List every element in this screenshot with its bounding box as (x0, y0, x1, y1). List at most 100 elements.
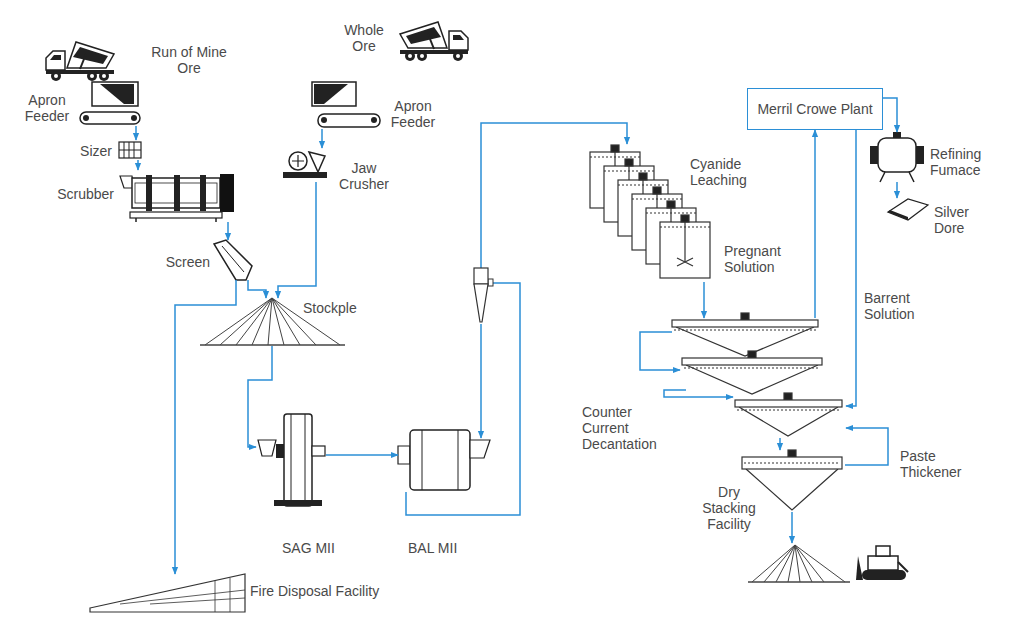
flow-line (135, 126, 137, 140)
equipment-label: Counter Current Decantation (582, 404, 666, 452)
leach-tank (660, 222, 710, 278)
flow-line (703, 282, 705, 318)
tailings-dam (90, 574, 245, 612)
flow-line (406, 123, 627, 515)
equipment-node: Cyanide Leaching (588, 144, 712, 282)
flow-line (845, 428, 888, 465)
screen-symbol (214, 240, 252, 280)
sag-mill-symbol (274, 500, 322, 506)
equipment-node: Scrubber (120, 170, 236, 222)
flow-label: Barrent Solution (864, 290, 930, 322)
screen-symbol (214, 240, 252, 280)
flow-line (248, 280, 266, 298)
apron-feeder-symbol (83, 115, 89, 121)
apron-feeder-symbol (80, 112, 140, 124)
dump-truck (46, 42, 114, 81)
flow-line (883, 98, 897, 132)
paste-thickener-symbol (742, 457, 842, 469)
equipment-label: Paste Thickener (900, 448, 974, 480)
flow-line (791, 512, 793, 543)
leach-tank (677, 258, 693, 266)
ccd-flow-lines (640, 332, 733, 397)
thickener-symbol (735, 400, 842, 407)
jaw-crusher-symbol (283, 152, 327, 178)
equipment-label: Cyanide Leaching (690, 156, 770, 188)
equipment-label: Whole Ore (334, 22, 394, 54)
refining-furnace-symbol (878, 138, 916, 172)
ball-mill-symbol (422, 430, 458, 490)
scrubber-symbol (136, 218, 216, 222)
refining-furnace-symbol (916, 146, 924, 164)
flow-line (175, 280, 236, 574)
refining-furnace-symbol (870, 146, 878, 164)
feed-hopper (314, 84, 348, 104)
apron-feeder-symbol (80, 112, 140, 124)
refining-furnace-symbol (880, 172, 914, 182)
flow-line (896, 182, 898, 198)
equipment-node: Jaw Crusher (283, 148, 327, 182)
equipment-node: Fire Disposal Facility (90, 574, 245, 612)
flow-line (779, 438, 781, 450)
sizer-symbol (119, 142, 141, 158)
flow-line (326, 454, 398, 456)
thickener-symbol (737, 409, 840, 410)
dry-stack-pile (752, 545, 845, 582)
equipment-label: Apron Feeder (384, 98, 442, 130)
paste-thickener-symbol (742, 450, 842, 510)
dry-stack-pile (748, 581, 850, 583)
feed-hopper (92, 82, 138, 106)
apron-feeder-symbol (321, 117, 327, 123)
flow-line (248, 346, 272, 447)
equipment-node: Paste Thickener (742, 450, 845, 512)
bulldozer (876, 546, 890, 556)
feed-hopper (312, 82, 356, 106)
thickener-symbol (674, 329, 816, 330)
apron-feeder-symbol (371, 117, 377, 123)
scrubber-symbol (174, 175, 180, 211)
ball-mill-symbol (398, 430, 490, 490)
paste-thickener-symbol (788, 450, 796, 457)
refining-furnace-symbol (893, 132, 901, 138)
equipment-label: Screen (158, 254, 210, 270)
refining-furnace-symbol (870, 132, 924, 182)
equipment-label: Run of Mine Ore (146, 44, 232, 76)
sizer-symbol (119, 142, 141, 158)
thickener-symbol (739, 407, 838, 436)
silver-bar (888, 199, 928, 220)
equipment-node: Silver Dore (888, 198, 928, 220)
equipment-label: Refining Fumace (930, 146, 994, 178)
box-label: Merril Crowe Plant (757, 101, 872, 117)
cyclone-underflow (480, 324, 482, 438)
equipment-node: Stockple (205, 298, 342, 346)
dump-truck (400, 22, 468, 61)
jaw-crusher-symbol (292, 155, 304, 167)
equipment-node: BAL MII (398, 428, 490, 492)
leach-tank (625, 159, 633, 166)
equipment-node: Apron Feeder (80, 110, 140, 126)
dump-truck (400, 22, 468, 61)
equipment-label: Jaw Crusher (334, 160, 394, 192)
equipment-node: Whole Ore (306, 16, 476, 108)
flow-line (137, 160, 139, 170)
thickener-symbol (682, 358, 822, 365)
equipment-node: Screen (212, 240, 252, 280)
hydrocyclone (474, 284, 488, 322)
equipment-node: Refining Fumace (870, 132, 924, 182)
thickener-symbol (784, 393, 792, 400)
dump-truck (46, 42, 114, 81)
ccd-flow-lines (664, 390, 733, 397)
bulldozer (856, 546, 908, 580)
equipment-label: Apron Feeder (16, 92, 78, 124)
scrubber-symbol (200, 175, 206, 211)
leach-tank (611, 145, 619, 152)
leach-tank (681, 215, 689, 222)
equipment-node: Counter Current Decantation (668, 318, 846, 438)
leach-tank (653, 187, 661, 194)
flow-note: Pregnant Solution (724, 243, 798, 275)
equipment-node: SAG MII (256, 412, 326, 508)
sag-mill-symbol (276, 444, 284, 458)
hydrocyclone (474, 268, 488, 284)
sag-mill-symbol (284, 414, 312, 506)
equipment-node: Dry Stacking Facility (750, 543, 910, 584)
